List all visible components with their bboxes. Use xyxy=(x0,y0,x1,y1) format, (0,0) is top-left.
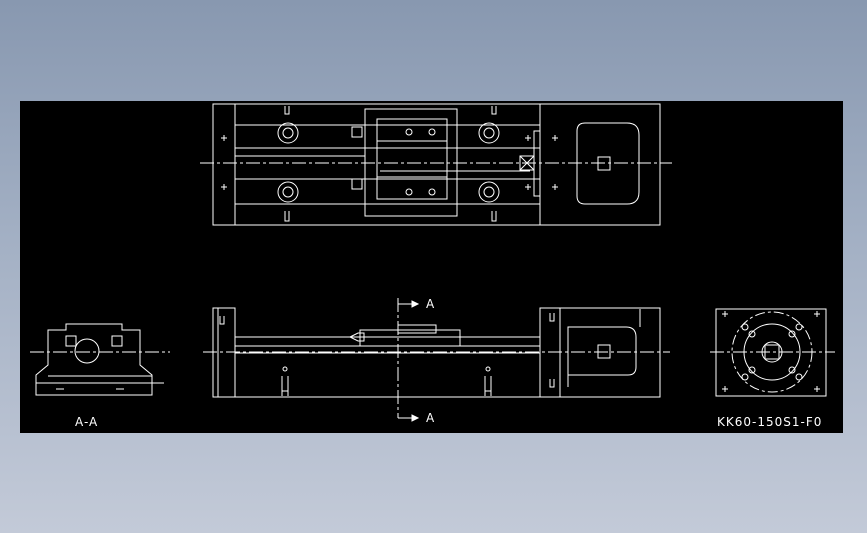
model-number-label: KK60-150S1-F0 xyxy=(717,415,823,429)
hole xyxy=(478,122,500,144)
drawing-viewport[interactable]: A A A-A KK60-150S1-F0 xyxy=(20,101,843,433)
hole xyxy=(277,181,299,203)
cad-drawing xyxy=(30,103,835,422)
hole xyxy=(478,181,500,203)
hole xyxy=(277,122,299,144)
section-arrow-label-top: A xyxy=(426,297,436,311)
section-view-caption: A-A xyxy=(75,415,99,429)
section-view xyxy=(30,323,170,396)
top-view xyxy=(200,103,672,226)
front-view xyxy=(203,298,670,422)
section-arrow-label-bottom: A xyxy=(426,411,436,425)
end-view xyxy=(710,308,835,397)
